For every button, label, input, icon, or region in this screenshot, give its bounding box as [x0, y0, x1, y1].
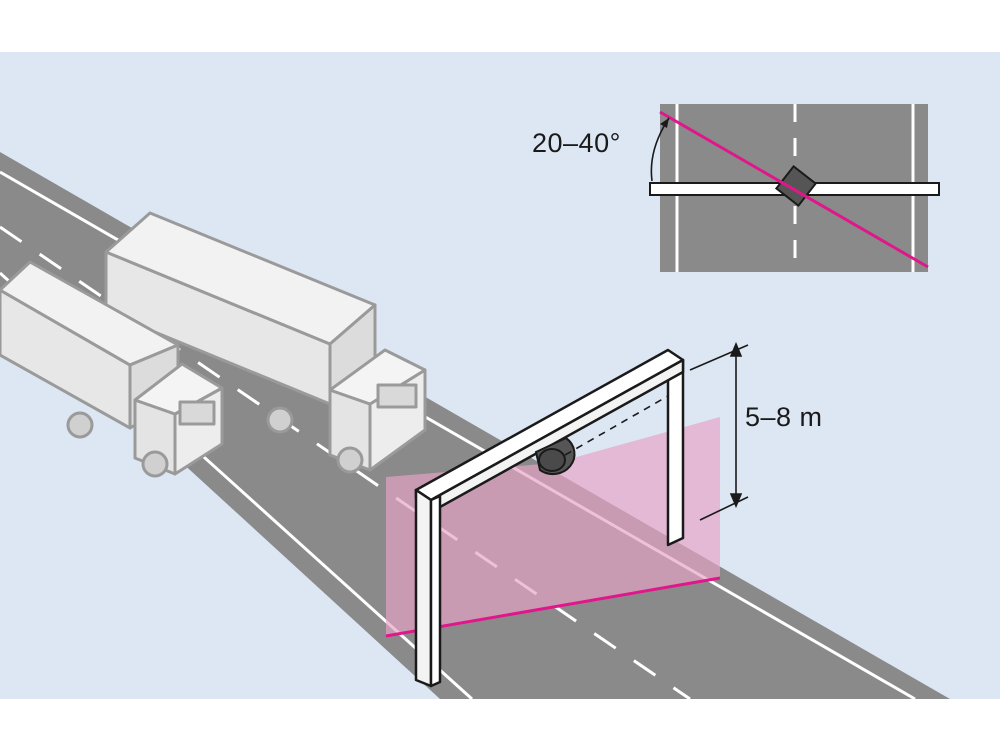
height-ext-top	[689, 344, 749, 371]
cab-roof	[133, 362, 224, 416]
gantry-post-back	[666, 358, 685, 547]
angle-arrow-head	[660, 118, 669, 128]
gantry-post-front	[414, 488, 433, 688]
top-view-inset	[649, 104, 940, 272]
height-dimension	[689, 341, 749, 521]
detection-line	[385, 576, 721, 638]
inset-detection-line	[659, 110, 929, 269]
angle-label: 20–40°	[532, 128, 621, 158]
truck-wheel	[66, 411, 94, 439]
camera-icon	[534, 436, 576, 476]
truck-front	[0, 260, 224, 478]
height-ext-bottom	[699, 496, 749, 521]
cab-window	[376, 383, 418, 409]
cab-window	[178, 400, 216, 426]
camera-height-guide	[564, 395, 669, 456]
gantry-icon	[414, 348, 685, 688]
truck-wheel	[266, 406, 294, 434]
truck-wheel	[141, 450, 169, 478]
height-arrow-bottom	[729, 493, 743, 509]
lane-divider	[0, 225, 691, 701]
gantry-post-side	[429, 494, 442, 688]
cab-roof	[328, 348, 427, 406]
height-label: 5–8 m	[745, 402, 823, 432]
truck-back	[104, 211, 427, 474]
camera-lens	[538, 448, 566, 472]
truck-wheel	[336, 446, 364, 474]
